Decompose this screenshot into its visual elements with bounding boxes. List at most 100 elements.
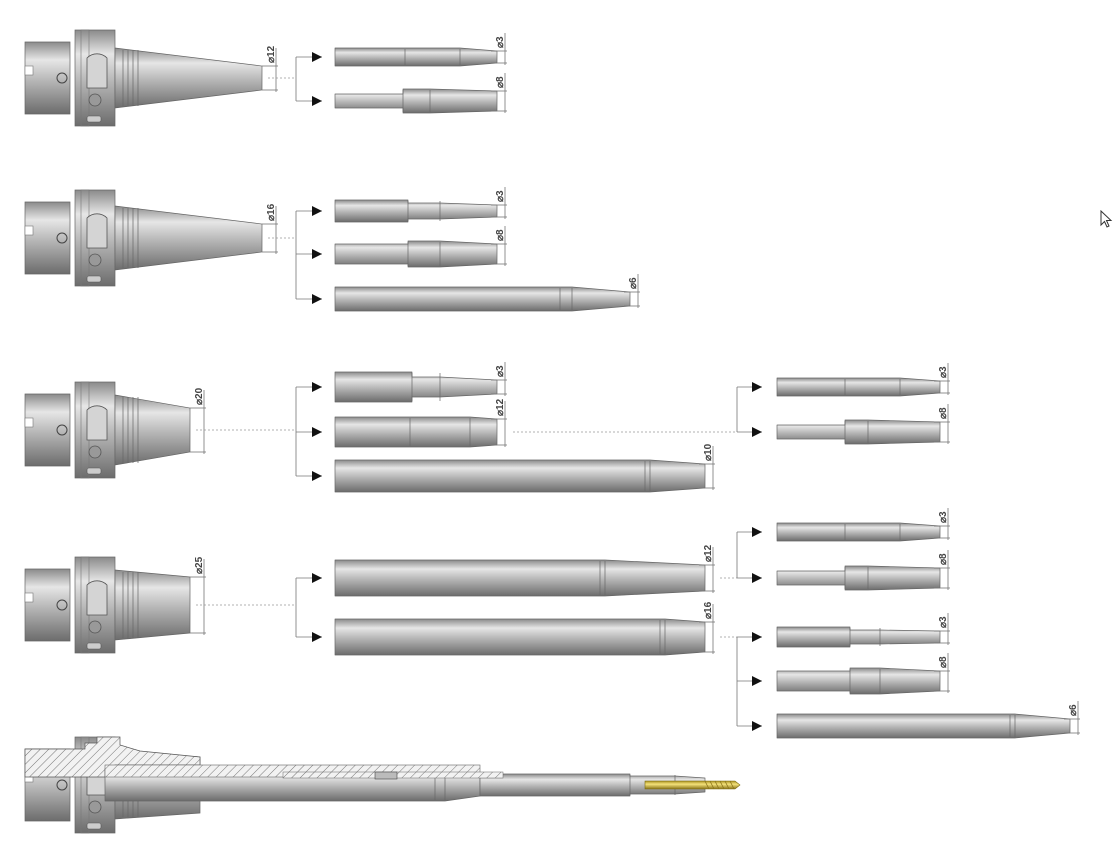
- tool-body: [334, 47, 498, 67]
- holder-hole-icon: [56, 424, 68, 436]
- tool-holder: [24, 556, 191, 654]
- holder-body: [24, 41, 71, 115]
- diameter-label: ⌀3: [938, 366, 949, 378]
- holder-screw: [88, 800, 102, 814]
- holder-notch: [86, 822, 102, 830]
- diameter-label: ⌀3: [938, 616, 949, 628]
- tool-body: [776, 565, 941, 591]
- arrow-icon: [752, 632, 762, 642]
- tool-body: [334, 286, 631, 312]
- holder-notch: [86, 467, 102, 475]
- diameter-label: ⌀10: [703, 443, 714, 461]
- holder-hole-icon: [56, 232, 68, 244]
- holder-hole-icon: [56, 599, 68, 611]
- arrow-icon: [312, 632, 322, 642]
- diameter-label: ⌀20: [194, 387, 205, 405]
- tool-body: [776, 419, 941, 445]
- extension-tool: [776, 565, 941, 591]
- extension-tool: [776, 667, 941, 695]
- drill-flute: [709, 780, 715, 790]
- diameter-label: ⌀6: [1068, 704, 1079, 716]
- tool-body: [776, 377, 941, 397]
- arrow-icon: [312, 206, 322, 216]
- extension-tool: [334, 240, 498, 268]
- tool-body: [334, 459, 706, 493]
- diameter-label: ⌀3: [495, 36, 506, 48]
- holder-body: [24, 568, 71, 642]
- holder-slot: [86, 580, 108, 616]
- diameter-label: ⌀3: [495, 365, 506, 377]
- tool-body: [776, 626, 941, 648]
- tool-holder: [24, 381, 191, 479]
- extension-tool: [334, 47, 498, 67]
- holder-notch: [86, 115, 102, 123]
- arrow-icon: [312, 294, 322, 304]
- diameter-label: ⌀3: [938, 511, 949, 523]
- extension-tool: [334, 459, 706, 493]
- holder-notch: [86, 642, 102, 650]
- extension-tool: [776, 522, 941, 542]
- holder-keyway: [24, 592, 34, 603]
- diameter-label: ⌀12: [495, 398, 506, 416]
- extension-tool: [776, 626, 941, 648]
- tool-body: [334, 416, 498, 448]
- arrow-icon: [312, 249, 322, 259]
- arrow-icon: [752, 427, 762, 437]
- arrow-icon: [752, 573, 762, 583]
- arrow-icon: [752, 527, 762, 537]
- extension-tool: [479, 773, 706, 797]
- extension-tool: [334, 88, 498, 114]
- extension-tool: [334, 416, 498, 448]
- coupling-detail: [374, 771, 398, 780]
- arrow-icon: [312, 573, 322, 583]
- diameter-label: ⌀16: [703, 601, 714, 619]
- drill-flute: [719, 780, 725, 790]
- tool-body: [776, 667, 941, 695]
- holder-body: [24, 201, 71, 275]
- diameter-label: ⌀6: [628, 277, 639, 289]
- holder-screw: [88, 445, 102, 459]
- drill-flute: [724, 780, 730, 790]
- holder-taper: [114, 205, 263, 271]
- holder-screw: [88, 93, 102, 107]
- holder-notch: [86, 275, 102, 283]
- holder-screw: [88, 620, 102, 634]
- extension-tool: [334, 199, 498, 223]
- holder-body: [24, 393, 71, 467]
- arrow-icon: [312, 52, 322, 62]
- diameter-label: ⌀16: [266, 203, 277, 221]
- holder-keyway: [24, 65, 34, 76]
- tool-body: [334, 240, 498, 268]
- diameter-label: ⌀8: [495, 76, 506, 88]
- holder-slot: [86, 405, 108, 441]
- arrow-icon: [312, 427, 322, 437]
- arrow-icon: [312, 382, 322, 392]
- holder-taper: [114, 394, 191, 466]
- drill-flute: [704, 780, 710, 790]
- tool-body: [334, 199, 498, 223]
- diameter-label: ⌀8: [495, 229, 506, 241]
- extension-tool: [334, 618, 706, 656]
- holder-hole-icon: [56, 779, 68, 791]
- holder-taper: [114, 47, 263, 109]
- holder-hole-icon: [56, 72, 68, 84]
- extension-tool: [334, 286, 631, 312]
- tool-body: [334, 371, 498, 403]
- holder-screw: [88, 253, 102, 267]
- holder-keyway: [24, 417, 34, 428]
- holder-slot: [86, 213, 108, 249]
- arrow-icon: [312, 471, 322, 481]
- arrow-icon: [752, 382, 762, 392]
- diameter-label: ⌀25: [194, 556, 205, 574]
- extension-tool: [776, 713, 1071, 739]
- extension-tool: [334, 559, 706, 597]
- arrow-icon: [312, 96, 322, 106]
- tool-body: [776, 522, 941, 542]
- arrow-icon: [752, 676, 762, 686]
- holder-taper: [114, 569, 191, 641]
- arrow-icon: [752, 721, 762, 731]
- holder-slot: [86, 53, 108, 89]
- diameter-label: ⌀8: [938, 656, 949, 668]
- tool-holder: [24, 189, 263, 287]
